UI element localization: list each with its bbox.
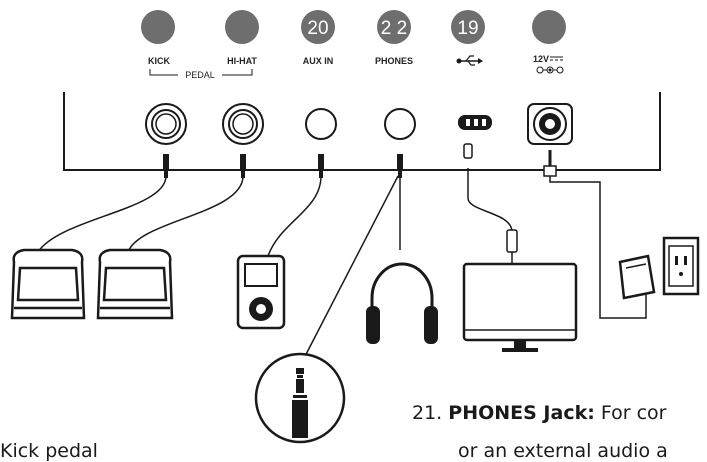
usb-cable (467, 168, 513, 233)
aux-jack (305, 108, 337, 140)
cables (37, 168, 647, 367)
rear-panel (63, 92, 661, 171)
label-hihat: HI-HAT (227, 56, 257, 66)
hihat-jack (222, 103, 264, 145)
caption-item-number: 21. (412, 402, 443, 424)
dc-polarity-icon (536, 56, 564, 74)
pedal-icon (10, 248, 86, 320)
callout-hihat (225, 10, 259, 44)
caption-phones-line2: or an external audio a (458, 440, 668, 462)
usb-plug-monitor (506, 229, 518, 253)
usb-port (458, 115, 492, 130)
aux-cable (267, 175, 322, 257)
plug-power-body (543, 165, 557, 177)
plug-hihat (240, 154, 246, 178)
hihat-pedal-icon (96, 248, 174, 320)
usb-icon (456, 55, 483, 66)
monitor-icon (462, 229, 578, 352)
callout-aux-number: 20 (307, 18, 328, 39)
label-aux: AUX IN (303, 56, 334, 66)
label-pedal-group: PEDAL (185, 70, 215, 80)
hihat-cable (127, 175, 244, 253)
power-cable (549, 170, 647, 319)
callout-phones-number: 2 2 (381, 18, 407, 39)
caption-item-title: PHONES Jack: (448, 402, 595, 424)
jack-plug-icon (254, 352, 346, 444)
callout-aux (301, 10, 335, 44)
plug-aux (318, 154, 324, 178)
kick-cable (37, 175, 167, 253)
headphones-icon (366, 262, 438, 344)
phones-jack (384, 108, 416, 140)
plug-kick (163, 154, 169, 178)
wall-outlet-icon (662, 236, 700, 296)
label-phones: PHONES (375, 56, 413, 66)
callout-usb-number: 19 (457, 18, 478, 39)
callout-usb (451, 10, 485, 44)
phones-callout-line (299, 175, 399, 367)
kick-jack (145, 103, 187, 145)
label-power: 12V (533, 54, 549, 64)
callout-kick (141, 10, 175, 44)
caption-item-text: For cor (600, 402, 667, 424)
dc-power-jack (527, 103, 573, 145)
pedal-bracket (149, 69, 253, 76)
music-player-icon (236, 254, 286, 330)
callout-phones (377, 10, 411, 44)
power-adapter-icon (618, 254, 656, 300)
caption-kick-pedal: Kick pedal (0, 440, 98, 462)
caption-phones-item: 21. PHONES Jack: For cor (412, 404, 666, 423)
label-kick: KICK (148, 56, 170, 66)
callout-power (532, 10, 566, 44)
plug-usb (463, 143, 473, 159)
plug-phones (397, 154, 403, 178)
